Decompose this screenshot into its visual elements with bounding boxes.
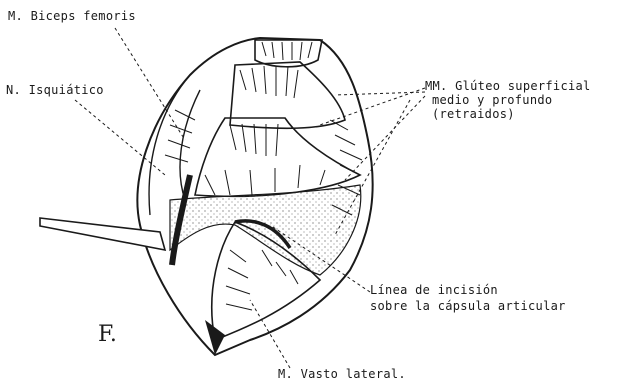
joint-capsule	[170, 185, 361, 275]
label-gluteal-line-2: medio y profundo	[432, 94, 552, 107]
label-gluteal-line-1: MM. Glúteo superficial	[425, 80, 591, 93]
retractor-instrument	[40, 218, 165, 250]
stifle-tip	[205, 320, 225, 355]
label-biceps-femoris: M. Biceps femoris	[8, 10, 136, 23]
artist-signature: F.	[98, 322, 117, 347]
label-incision-line-1: Línea de incisión	[370, 284, 498, 297]
label-sciatic-nerve: N. Isquiático	[6, 84, 104, 97]
label-vastus-lateralis: M. Vasto lateral.	[278, 368, 406, 381]
label-gluteal-line-3: (retraidos)	[432, 108, 515, 121]
label-incision-line-2: sobre la cápsula articular	[370, 300, 566, 313]
